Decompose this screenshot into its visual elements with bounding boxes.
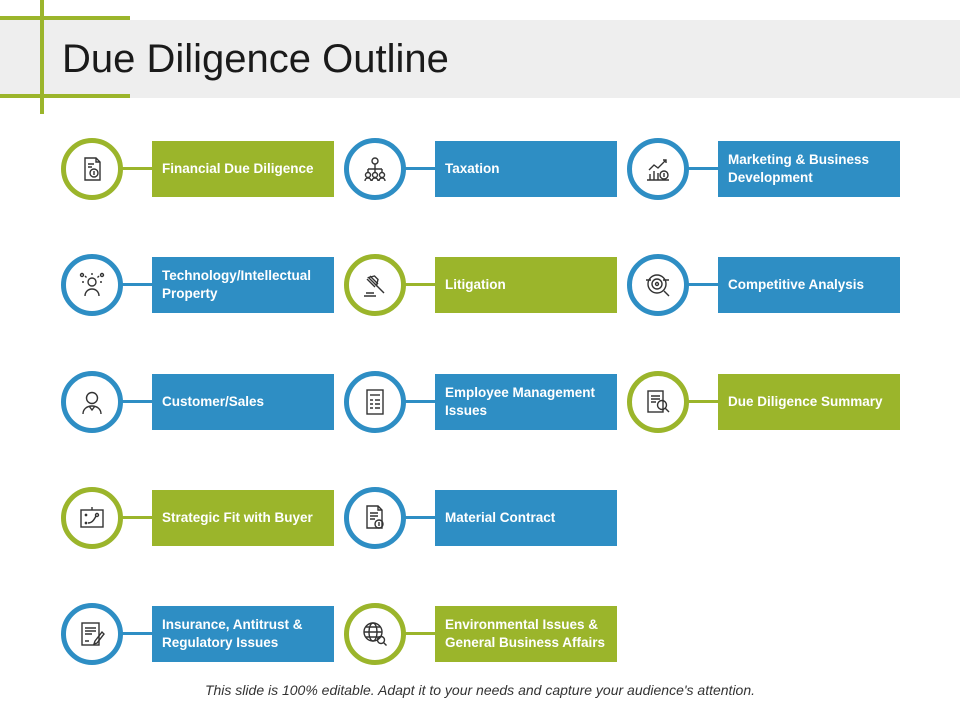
item-marketing-business-development: Marketing & Business Development <box>627 138 900 200</box>
item-label: Marketing & Business Development <box>728 152 870 185</box>
item-material-contract: Material Contract <box>344 487 617 549</box>
decor-line-bottom <box>0 94 130 98</box>
item-label: Customer/Sales <box>162 394 265 409</box>
item-financial-due-diligence: Financial Due Diligence <box>61 138 334 200</box>
footer-note: This slide is 100% editable. Adapt it to… <box>204 682 756 698</box>
regulatory-document-icon <box>77 619 107 649</box>
connector-line <box>120 516 154 519</box>
connector-line <box>120 283 154 286</box>
icon-circle <box>627 138 689 200</box>
tax-form-icon <box>360 387 390 417</box>
icon-circle <box>627 254 689 316</box>
gavel-icon <box>360 270 390 300</box>
target-analysis-icon <box>643 270 673 300</box>
item-label: Material Contract <box>445 510 556 525</box>
growth-chart-icon <box>643 154 673 184</box>
item-label-box: Due Diligence Summary <box>718 374 900 430</box>
item-label-box: Customer/Sales <box>152 374 334 430</box>
item-technology-intellectual-property: Technology/Intellectual Property <box>61 254 334 316</box>
item-label-box: Insurance, Antitrust & Regulatory Issues <box>152 606 334 662</box>
connector-line <box>403 283 437 286</box>
item-label-box: Employee Management Issues <box>435 374 617 430</box>
icon-circle <box>61 138 123 200</box>
item-label-box: Material Contract <box>435 490 617 546</box>
organization-chart-icon <box>360 154 390 184</box>
idea-person-icon <box>77 270 107 300</box>
connector-line <box>403 632 437 635</box>
connector-line <box>120 400 154 403</box>
item-label: Employee Management Issues <box>445 385 596 418</box>
icon-circle <box>344 603 406 665</box>
connector-line <box>403 167 437 170</box>
customer-icon <box>77 387 107 417</box>
icon-circle <box>344 371 406 433</box>
financial-document-icon <box>77 154 107 184</box>
icon-circle <box>344 254 406 316</box>
item-label: Due Diligence Summary <box>728 394 883 409</box>
item-environmental-issues-general-business-affairs: Environmental Issues & General Business … <box>344 603 617 665</box>
item-label: Litigation <box>445 277 506 292</box>
icon-circle <box>344 138 406 200</box>
item-label-box: Litigation <box>435 257 617 313</box>
icon-circle <box>61 254 123 316</box>
icon-circle <box>61 487 123 549</box>
connector-line <box>686 283 720 286</box>
item-label-box: Marketing & Business Development <box>718 141 900 197</box>
item-label-box: Taxation <box>435 141 617 197</box>
item-label: Environmental Issues & General Business … <box>445 617 606 650</box>
item-label-box: Financial Due Diligence <box>152 141 334 197</box>
item-label: Financial Due Diligence <box>162 161 314 176</box>
item-label: Strategic Fit with Buyer <box>162 510 313 525</box>
connector-line <box>120 632 154 635</box>
item-label-box: Competitive Analysis <box>718 257 900 313</box>
summary-report-icon <box>643 387 673 417</box>
item-customer-sales: Customer/Sales <box>61 371 334 433</box>
item-label: Competitive Analysis <box>728 277 865 292</box>
contract-document-icon <box>360 503 390 533</box>
item-label: Taxation <box>445 161 500 176</box>
decor-line-top <box>0 16 130 20</box>
icon-circle <box>61 603 123 665</box>
connector-line <box>686 400 720 403</box>
connector-line <box>403 516 437 519</box>
item-taxation: Taxation <box>344 138 617 200</box>
item-strategic-fit-with-buyer: Strategic Fit with Buyer <box>61 487 334 549</box>
title-band <box>0 20 960 98</box>
item-competitive-analysis: Competitive Analysis <box>627 254 900 316</box>
connector-line <box>120 167 154 170</box>
item-label: Insurance, Antitrust & Regulatory Issues <box>162 617 303 650</box>
connector-line <box>403 400 437 403</box>
icon-circle <box>61 371 123 433</box>
decor-line-vertical <box>40 0 44 114</box>
strategy-board-icon <box>77 503 107 533</box>
item-label-box: Environmental Issues & General Business … <box>435 606 617 662</box>
item-litigation: Litigation <box>344 254 617 316</box>
globe-search-icon <box>360 619 390 649</box>
item-label-box: Strategic Fit with Buyer <box>152 490 334 546</box>
item-due-diligence-summary: Due Diligence Summary <box>627 371 900 433</box>
icon-circle <box>627 371 689 433</box>
icon-circle <box>344 487 406 549</box>
connector-line <box>686 167 720 170</box>
item-label-box: Technology/Intellectual Property <box>152 257 334 313</box>
page-title: Due Diligence Outline <box>62 37 449 81</box>
item-employee-management-issues: Employee Management Issues <box>344 371 617 433</box>
item-label: Technology/Intellectual Property <box>162 268 312 301</box>
item-insurance-antitrust-regulatory-issues: Insurance, Antitrust & Regulatory Issues <box>61 603 334 665</box>
